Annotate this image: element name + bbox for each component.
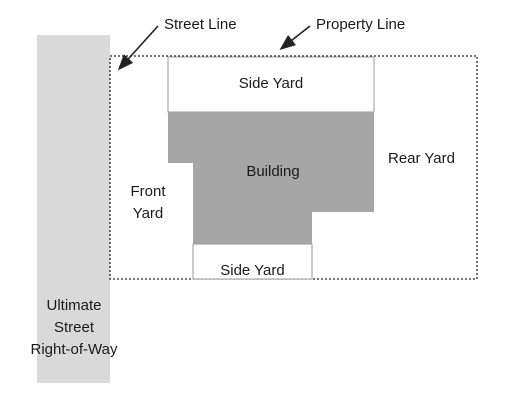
street-line-arrow-icon (117, 25, 159, 71)
front-yard-label-line-1: Front (130, 183, 166, 200)
right-of-way-strip (37, 35, 110, 383)
street-line-label: Street Line (164, 16, 237, 33)
side-yard-top-label: Side Yard (238, 75, 304, 92)
building-footprint (168, 112, 374, 244)
property-line-arrow-icon (279, 25, 311, 50)
rear-yard-label: Rear Yard (388, 150, 455, 167)
right-of-way-label-line-1: Ultimate (46, 297, 102, 314)
building-label: Building (246, 163, 300, 180)
right-of-way-label-line-2: Street (53, 319, 95, 336)
property-line-label: Property Line (316, 16, 406, 33)
right-of-way-label-line-3: Right-of-Way (30, 341, 118, 358)
side-yard-bottom-label: Side Yard (220, 262, 285, 279)
front-yard-label-line-2: Yard (132, 205, 164, 222)
side-yard-bottom-box (192, 243, 313, 280)
side-yard-top-box (167, 56, 375, 113)
